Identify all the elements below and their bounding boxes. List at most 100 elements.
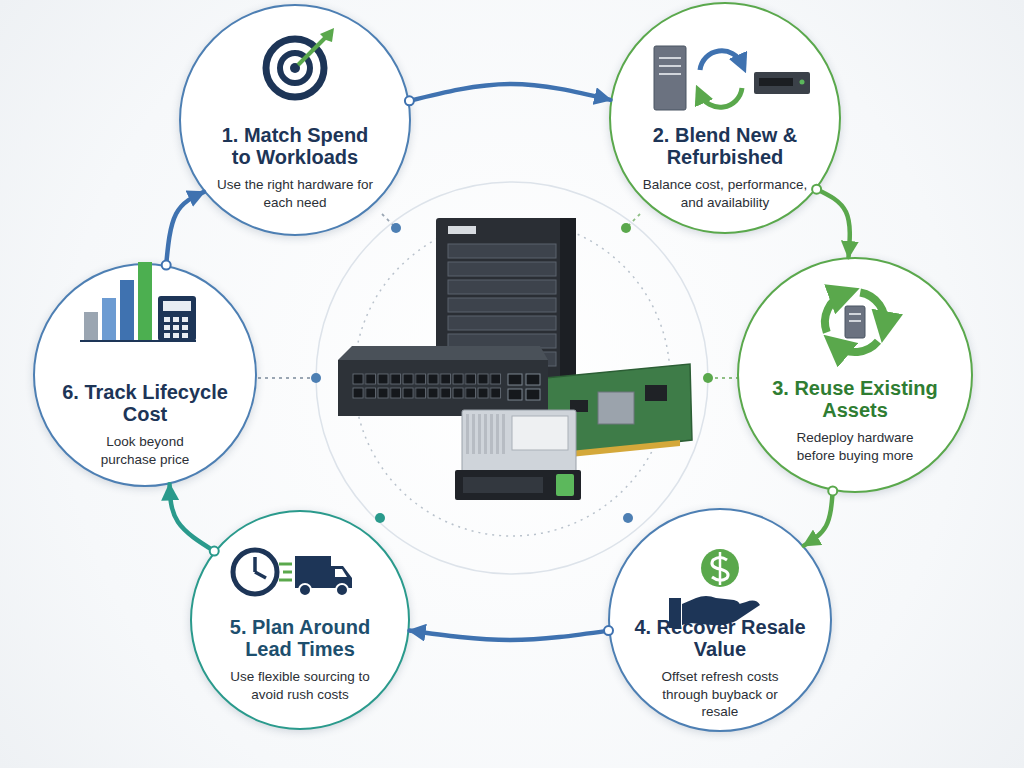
step-description: Balance cost, performance, and availabil… [632,176,818,212]
switch-icon [754,72,810,94]
calculator [158,296,196,341]
caddy-latch [556,474,574,496]
step-title: 3. Reuse Existing Assets [759,377,951,422]
drive-bay [448,244,556,258]
ring-dot [375,513,385,523]
drive-bay [448,334,556,348]
clock [233,550,277,594]
step-title: 4. Recover Resale Value [626,616,814,661]
target-center [290,63,300,73]
step-description: Use flexible sourcing to avoid rush cost… [225,668,375,704]
heatsink [598,392,634,424]
step-circle: 2. Blend New & RefurbishedBalance cost, … [609,2,841,234]
step-circle: 3. Reuse Existing AssetsRedeploy hardwar… [737,257,973,493]
sfp-port [508,374,522,385]
text-stack: 3. Reuse Existing AssetsRedeploy hardwar… [739,377,971,464]
truck-cab [331,566,352,588]
bar [120,280,134,340]
ring-dot [621,223,631,233]
step-description: Redeploy hardware before buying more [785,429,925,465]
bar [138,262,152,340]
target-ring [280,53,310,83]
server-line [849,320,861,322]
clock-hand [253,557,257,572]
drive-label [512,416,568,450]
step-circle: 1. Match Spend to WorkloadsUse the right… [179,4,411,236]
calculator-keys [163,316,190,340]
step-title: 6. Track Lifecycle Cost [49,381,241,426]
sfp-port [526,389,540,400]
dart [298,37,326,65]
cycle-arrow [166,192,204,265]
dollar-bar [719,552,722,585]
server-line [659,57,681,59]
dart-fletching [320,28,334,42]
server-line [849,313,861,315]
target-ring [266,39,324,97]
text-stack: 1. Match Spend to WorkloadsUse the right… [181,124,409,211]
recycle-arrow [860,293,885,328]
cycle-arrow [409,84,610,101]
text-stack: 4. Recover Resale ValueOffset refresh co… [610,616,830,721]
hard-drive [462,410,576,474]
server-line [659,73,681,75]
step-circle: 4. Recover Resale ValueOffset refresh co… [608,508,832,732]
edge-group [166,84,850,640]
speed-line [283,571,292,574]
switch-ports [352,373,502,401]
step-circle: 5. Plan Around Lead TimesUse flexible so… [190,510,410,730]
step-title: 2. Blend New & Refurbished [641,124,809,169]
switch-icon-ports [759,78,793,86]
drive-caddy [455,470,581,500]
server-icon [654,46,686,110]
truck-wheel [299,584,311,596]
calculator-screen [163,301,191,311]
switch-top [338,346,548,360]
server-badge [448,226,476,234]
recycle-arrow [825,294,845,333]
ring-dot [391,223,401,233]
step-circle: 6. Track Lifecycle CostLook beyond purch… [33,263,257,487]
ring-dot [311,373,321,383]
chip [645,385,667,401]
drive-vent [466,414,506,454]
speed-line [279,563,292,566]
sfp-port [526,374,540,385]
hand [682,596,760,625]
clock-hand [255,572,266,578]
swap-arrow [700,51,742,70]
bar [102,298,116,340]
dollar-sign [712,558,728,581]
drive-bay [448,298,556,312]
cycle-arrow [410,630,609,640]
step-title: 1. Match Spend to Workloads [211,124,379,169]
drive-bay [448,316,556,330]
truck-body [295,556,331,588]
step-description: Offset refresh costs through buyback or … [653,668,787,721]
edge-connector [560,440,680,458]
cuff [669,598,681,628]
server-side [560,218,576,386]
truck-wheel [336,584,348,596]
caddy-grille [463,477,543,493]
step-description: Look beyond purchase price [89,433,201,469]
text-stack: 6. Track Lifecycle CostLook beyond purch… [35,381,255,468]
step-description: Use the right hardware for each need [214,176,376,212]
drive-bay [448,280,556,294]
swap-arrow [700,88,742,107]
server-line [659,65,681,67]
network-switch [338,360,548,416]
outer-ring [316,182,708,574]
coin [701,549,739,587]
bar [84,312,98,340]
step-title: 5. Plan Around Lead Times [217,616,383,661]
speed-line [279,579,292,582]
switch-led [800,80,805,85]
chart-baseline [80,340,196,342]
truck-window [335,569,347,577]
cycle-arrow [817,189,850,257]
server-icon [845,306,865,338]
sfp-port [508,389,522,400]
ring-dot [623,513,633,523]
